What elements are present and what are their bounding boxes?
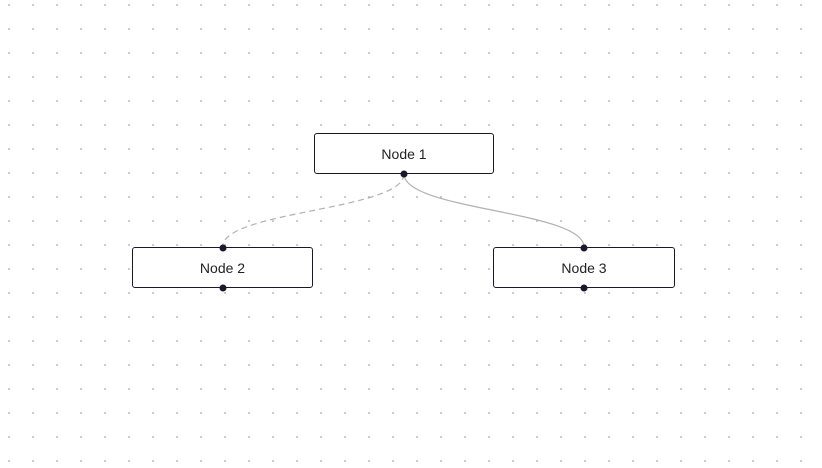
node-1-label: Node 1: [381, 145, 427, 162]
node-3[interactable]: Node 3: [493, 244, 675, 291]
edge-node1-node2[interactable]: [221, 173, 405, 248]
node-2-target-handle-top[interactable]: [219, 244, 226, 251]
node-2[interactable]: Node 2: [132, 244, 313, 291]
node-1-source-handle-bottom[interactable]: [400, 170, 408, 177]
node-2-label: Node 2: [199, 259, 246, 276]
node-2-source-handle-bottom[interactable]: [219, 284, 226, 291]
edge-node1-node3[interactable]: [403, 173, 585, 248]
node-3-label: Node 3: [561, 259, 607, 276]
node-3-target-handle-top[interactable]: [580, 244, 588, 251]
node-3-source-handle-bottom[interactable]: [580, 284, 588, 291]
node-1[interactable]: Node 1: [314, 133, 494, 177]
